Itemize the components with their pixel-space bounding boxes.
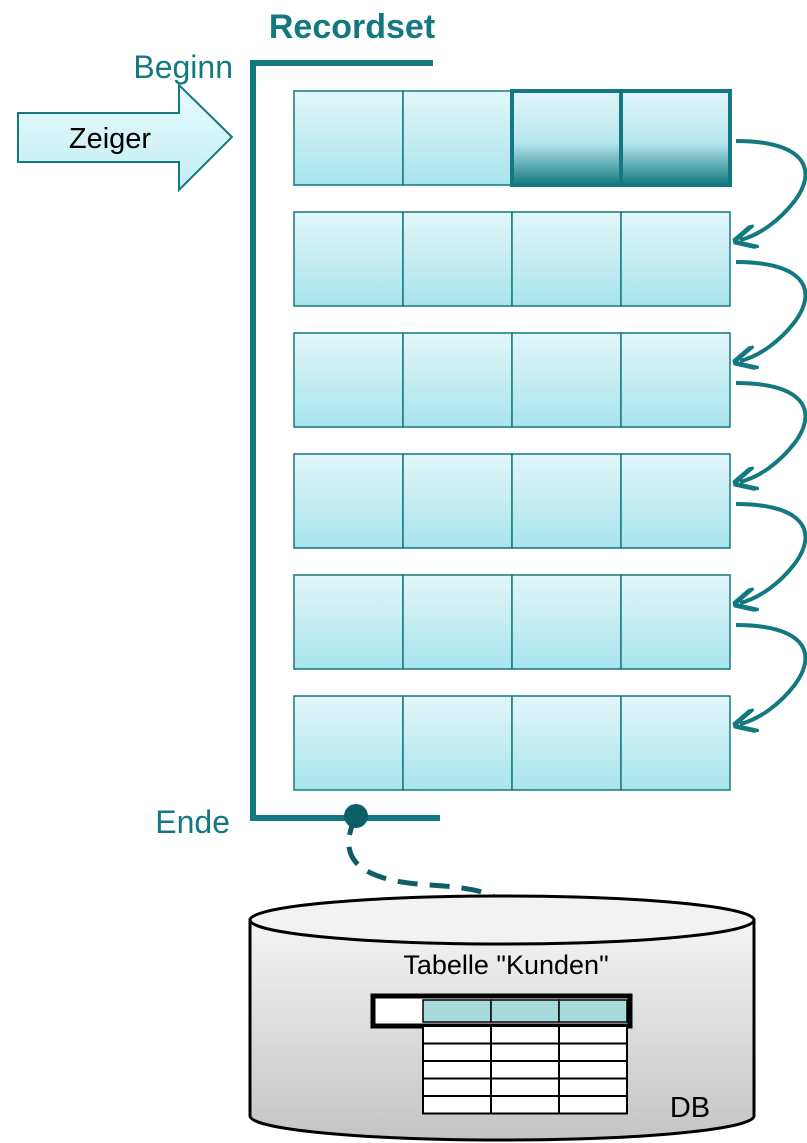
next-record-arrow	[736, 381, 807, 482]
recordset-title: Recordset	[269, 8, 435, 46]
db-table-header-cell	[490, 999, 560, 1023]
db-table-cell	[490, 1060, 560, 1080]
next-record-arrows	[736, 139, 807, 724]
db-table-cell	[490, 1025, 560, 1045]
db-table-cell	[422, 1060, 492, 1080]
db-label: DB	[670, 1092, 710, 1124]
active-record-cell	[510, 89, 623, 187]
db-table-cell	[558, 1042, 628, 1062]
record-cell	[620, 211, 731, 307]
record-cell	[620, 695, 731, 791]
record-cell	[402, 211, 513, 307]
record-cell	[620, 453, 731, 549]
database-cylinder: Tabelle "Kunden" DB	[248, 894, 756, 1142]
record-cell	[620, 332, 731, 428]
record-cell	[511, 695, 622, 791]
db-table-label: Tabelle "Kunden"	[403, 950, 608, 980]
db-table-cell	[422, 1042, 492, 1062]
db-table-cell	[490, 1095, 560, 1115]
pointer-label: Zeiger	[69, 123, 152, 155]
recordset-connector-dot	[344, 804, 368, 828]
begin-label: Beginn	[133, 49, 233, 85]
active-record-cell	[619, 89, 732, 187]
record-row	[293, 695, 731, 791]
record-cell	[620, 574, 731, 670]
end-label: Ende	[155, 804, 230, 840]
db-table-header-cell	[558, 999, 628, 1023]
record-row	[293, 453, 731, 549]
db-connection-line	[346, 814, 508, 910]
db-table-cell	[558, 1095, 628, 1115]
pointer-arrow: Zeiger	[17, 82, 234, 193]
record-cell	[293, 695, 404, 791]
record-cell	[293, 90, 404, 186]
record-cell	[511, 332, 622, 428]
record-cell	[293, 211, 404, 307]
record-cell	[511, 574, 622, 670]
record-cell	[402, 453, 513, 549]
record-cell	[402, 695, 513, 791]
record-cell	[293, 332, 404, 428]
db-table-cell	[422, 1077, 492, 1097]
record-cell	[293, 453, 404, 549]
next-record-arrow	[736, 623, 807, 724]
db-table-header-cell	[422, 999, 492, 1023]
db-table-cell	[558, 1077, 628, 1097]
record-row	[293, 574, 731, 670]
db-table-cell	[490, 1077, 560, 1097]
db-table-cell	[422, 1025, 492, 1045]
db-table-cell	[490, 1042, 560, 1062]
record-row	[293, 332, 731, 428]
record-row	[293, 89, 732, 187]
record-cell	[511, 453, 622, 549]
recordset-rows	[293, 89, 732, 791]
db-table-cell	[558, 1025, 628, 1045]
db-table-cell	[422, 1095, 492, 1115]
record-cell	[402, 332, 513, 428]
record-cell	[293, 574, 404, 670]
record-cell	[511, 211, 622, 307]
record-row	[293, 211, 731, 307]
next-record-arrow	[736, 139, 807, 240]
next-record-arrow	[736, 260, 807, 361]
db-table	[370, 993, 633, 1115]
db-table-cell	[558, 1060, 628, 1080]
next-record-arrow	[736, 502, 807, 603]
record-cell	[402, 90, 513, 186]
record-cell	[402, 574, 513, 670]
